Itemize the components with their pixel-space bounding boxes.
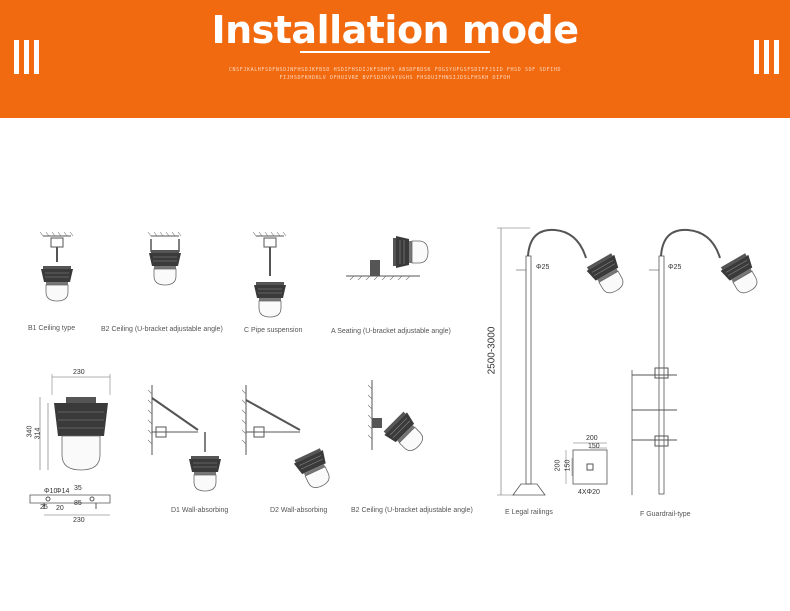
dim-flange: 35 [74, 485, 82, 492]
diagram-dimensioned-lamp [29, 374, 111, 516]
diagram-e-pole [497, 227, 631, 496]
dim-width-bottom: 230 [73, 517, 85, 524]
caption-b2b: B2 Ceiling (U-bracket adjustable angle) [351, 507, 473, 514]
page-subtitle: CNSFJKALHFSDFNSDJNFHSDJKFBSD HSDIFHSDIJK… [228, 67, 562, 81]
dim-pipe-f: Φ25 [668, 264, 682, 271]
dim-hole: Φ14 [56, 488, 70, 495]
diagram-c-pipe [252, 231, 287, 318]
diagram-d2-wall [241, 385, 337, 494]
diagram-f-pole [631, 228, 765, 495]
dim-height-outer: 340 [26, 425, 34, 438]
caption-c: C Pipe suspension [244, 327, 303, 334]
caption-d1: D1 Wall-absorbing [171, 507, 229, 514]
dim-base-b: 85 [74, 500, 82, 507]
dim-pipe-e: Φ25 [536, 264, 550, 271]
header-banner: Installation mode CNSFJKALHFSDFNSDJNFHSD… [0, 0, 790, 118]
dim-plate-200: 200 [586, 435, 598, 442]
dim-base-a: 25 [40, 504, 48, 511]
diagram-b2-ceiling [147, 231, 182, 286]
dim-width-top: 230 [73, 369, 85, 376]
dim-anchor: 4XΦ20 [578, 489, 600, 496]
dim-pole-height: 2500-3000 [486, 326, 498, 375]
caption-b1: B1 Ceiling type [28, 325, 76, 332]
dim-base-c: 20 [56, 505, 64, 512]
caption-e: E Legal railings [505, 509, 553, 516]
triple-bar-icon [14, 40, 42, 74]
title-underline [300, 51, 490, 53]
triple-bar-icon [754, 40, 782, 74]
caption-f: F Guardrail-type [640, 511, 691, 518]
caption-d2: D2 Wall-absorbing [270, 507, 328, 514]
diagram-b1-ceiling [39, 231, 74, 302]
caption-a: A Seating (U-bracket adjustable angle) [331, 328, 451, 335]
page-title: Installation mode [211, 8, 579, 52]
diagram-a-seating [346, 235, 429, 281]
installation-drawings [29, 227, 765, 516]
diagram-d1-wall [147, 385, 222, 492]
caption-b2: B2 Ceiling (U-bracket adjustable angle) [101, 326, 223, 333]
diagram-b2-side [367, 380, 431, 459]
dim-height-inner: 314 [34, 427, 42, 440]
dim-plate-150-v: 150 [564, 459, 572, 472]
dim-plate-200-v: 200 [554, 459, 562, 472]
dim-plate-150: 150 [588, 443, 600, 450]
dim-bolt: Φ10 [44, 488, 58, 495]
